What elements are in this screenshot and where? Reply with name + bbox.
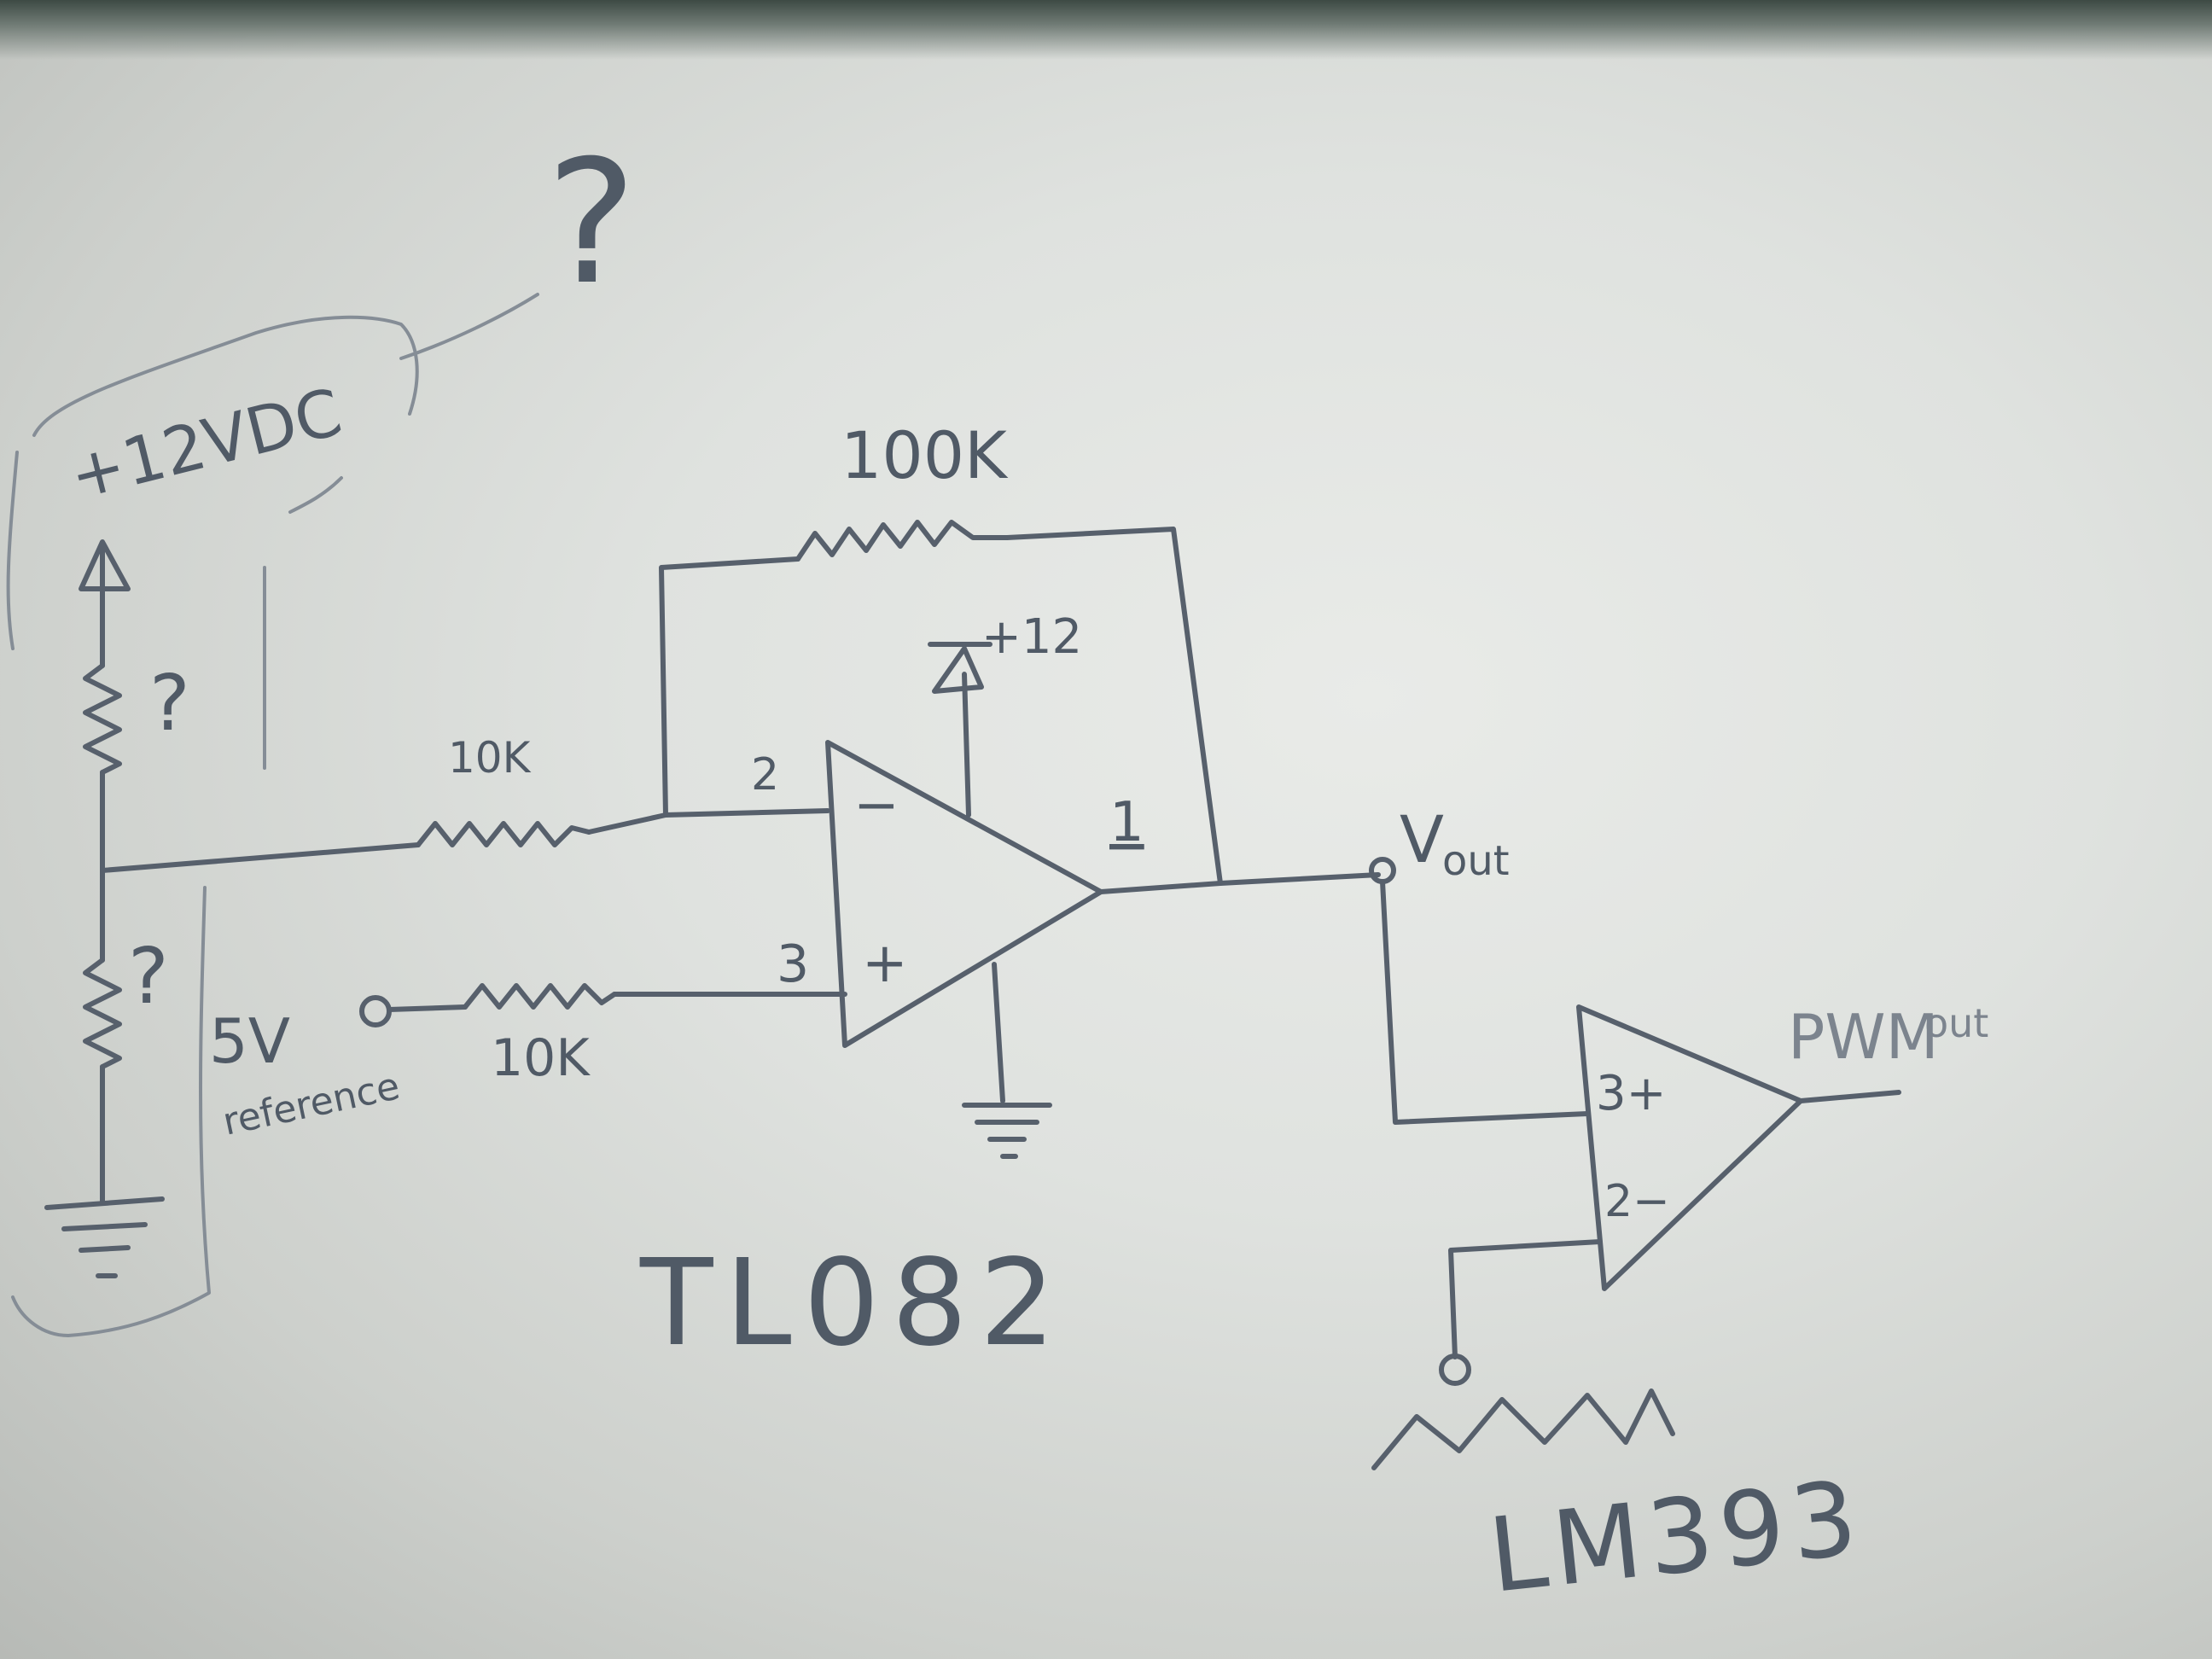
- vout-label: V: [1400, 801, 1444, 877]
- pwm-label: PWM: [1788, 1001, 1939, 1073]
- sign-plus-label: +: [862, 932, 908, 995]
- pwm-subscript: out: [1924, 1000, 1988, 1046]
- inverting-input-wire: [586, 808, 830, 835]
- feedback-resistor-label: 100K: [841, 417, 1009, 493]
- comparator-pin-plus-label: 3+: [1596, 1066, 1667, 1121]
- reference-voltage-label: 5V: [209, 1005, 290, 1077]
- feedback-wire-right: [1004, 527, 1223, 886]
- potentiometer-wiper-terminal: [1439, 1353, 1471, 1386]
- opamp-supply-wire: [962, 672, 971, 818]
- comparator-output-wire: [1798, 1090, 1901, 1103]
- sign-minus-label: −: [853, 774, 899, 837]
- ground-icon-opamp: [962, 1103, 1052, 1159]
- opamp-ground-wire: [992, 962, 1005, 1103]
- potentiometer-resistor: [1371, 1388, 1675, 1470]
- lm393-label: LM393: [1484, 1459, 1870, 1616]
- vout-to-comparator-wire: [1380, 879, 1590, 1125]
- comparator-pin-minus-label: 2−: [1604, 1176, 1670, 1227]
- desk-shadow: [0, 0, 2212, 60]
- vout-node: [1369, 857, 1396, 884]
- question-mark-lower: ?: [128, 932, 169, 1022]
- supply-arrow-icon: [79, 539, 131, 591]
- input-resistor-inverting-label: 10K: [448, 733, 532, 783]
- reference-terminal: [359, 995, 392, 1027]
- ground-icon-left: [44, 1196, 165, 1278]
- divider-lower-resistor: [83, 958, 122, 1069]
- supply-12vdc-label: +12VDC: [62, 374, 349, 515]
- output-wire: [1098, 872, 1381, 894]
- pencil-outline: [6, 293, 539, 1337]
- divider-upper-resistor: [83, 663, 122, 775]
- pencil-mark-dash: [263, 476, 343, 770]
- feedback-wire-left: [659, 556, 800, 818]
- comparator-minus-wire: [1448, 1239, 1603, 1359]
- input-resistor-inverting: [416, 821, 591, 847]
- pin-noninverting-label: 3: [777, 934, 809, 994]
- feedback-resistor: [795, 520, 1010, 562]
- pin-inverting-label: 2: [751, 749, 779, 800]
- question-mark-upper: ?: [149, 659, 190, 748]
- opamp-tl082: [825, 740, 1103, 1048]
- vout-subscript: out: [1442, 837, 1510, 885]
- opamp-supply-arrow-icon: [928, 642, 992, 694]
- divider-to-input-wire: [100, 842, 421, 873]
- input-resistor-noninverting-label: 10K: [491, 1028, 591, 1088]
- comparator-lm393: [1576, 1004, 1803, 1291]
- reference-wire: [387, 1004, 468, 1012]
- tl082-label: TL082: [639, 1234, 1068, 1373]
- pin-output-label: 1: [1109, 791, 1144, 854]
- question-mark-top: ?: [546, 124, 637, 323]
- input-resistor-noninverting: [463, 983, 617, 1010]
- opamp-supply-label: +12: [981, 609, 1082, 665]
